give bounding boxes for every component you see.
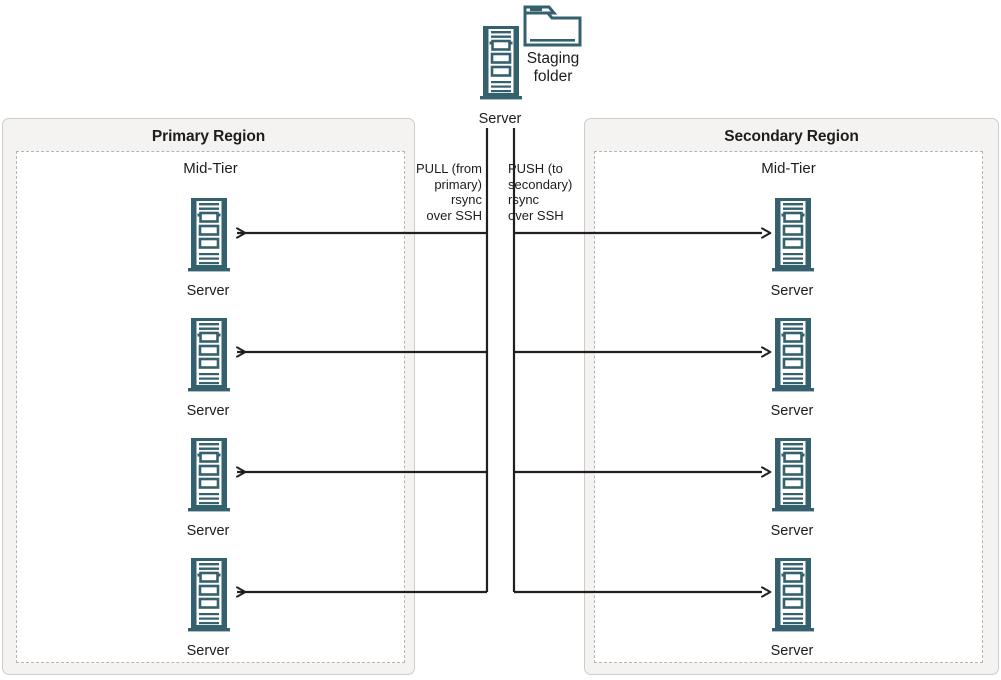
secondary-server-node-4[interactable]: Server [752,558,832,659]
server-label: Server [186,643,230,659]
secondary-server-node-3[interactable]: Server [752,438,832,539]
secondary-server-node-1[interactable]: Server [752,198,832,299]
secondary-server-node-2[interactable]: Server [752,318,832,419]
server-icon [772,558,814,632]
server-label: Server [770,403,814,419]
server-icon [772,198,814,272]
server-icon [188,558,230,632]
primary-server-node-3[interactable]: Server [168,438,248,539]
folder-icon [523,5,582,47]
server-icon [480,26,522,100]
pull-edge-label: PULL (from primary) rsync over SSH [416,161,482,223]
staging-server-node[interactable]: Server [460,26,540,127]
server-icon [772,438,814,512]
primary-server-node-2[interactable]: Server [168,318,248,419]
staging-folder-label: Staging folder [526,50,580,85]
secondary-mid-tier-title: Mid-Tier [761,160,816,177]
server-icon [188,438,230,512]
staging-server-label: Server [478,111,522,127]
push-edge-label: PUSH (to secondary) rsync over SSH [508,161,573,223]
server-label: Server [186,523,230,539]
primary-server-node-4[interactable]: Server [168,558,248,659]
server-label: Server [770,283,814,299]
server-icon [772,318,814,392]
server-icon [188,318,230,392]
primary-server-node-1[interactable]: Server [168,198,248,299]
server-label: Server [770,643,814,659]
server-label: Server [186,283,230,299]
server-icon [188,198,230,272]
primary-mid-tier-title: Mid-Tier [183,160,238,177]
server-label: Server [770,523,814,539]
secondary-region-title: Secondary Region [724,128,859,145]
primary-region-title: Primary Region [151,128,266,145]
server-label: Server [186,403,230,419]
